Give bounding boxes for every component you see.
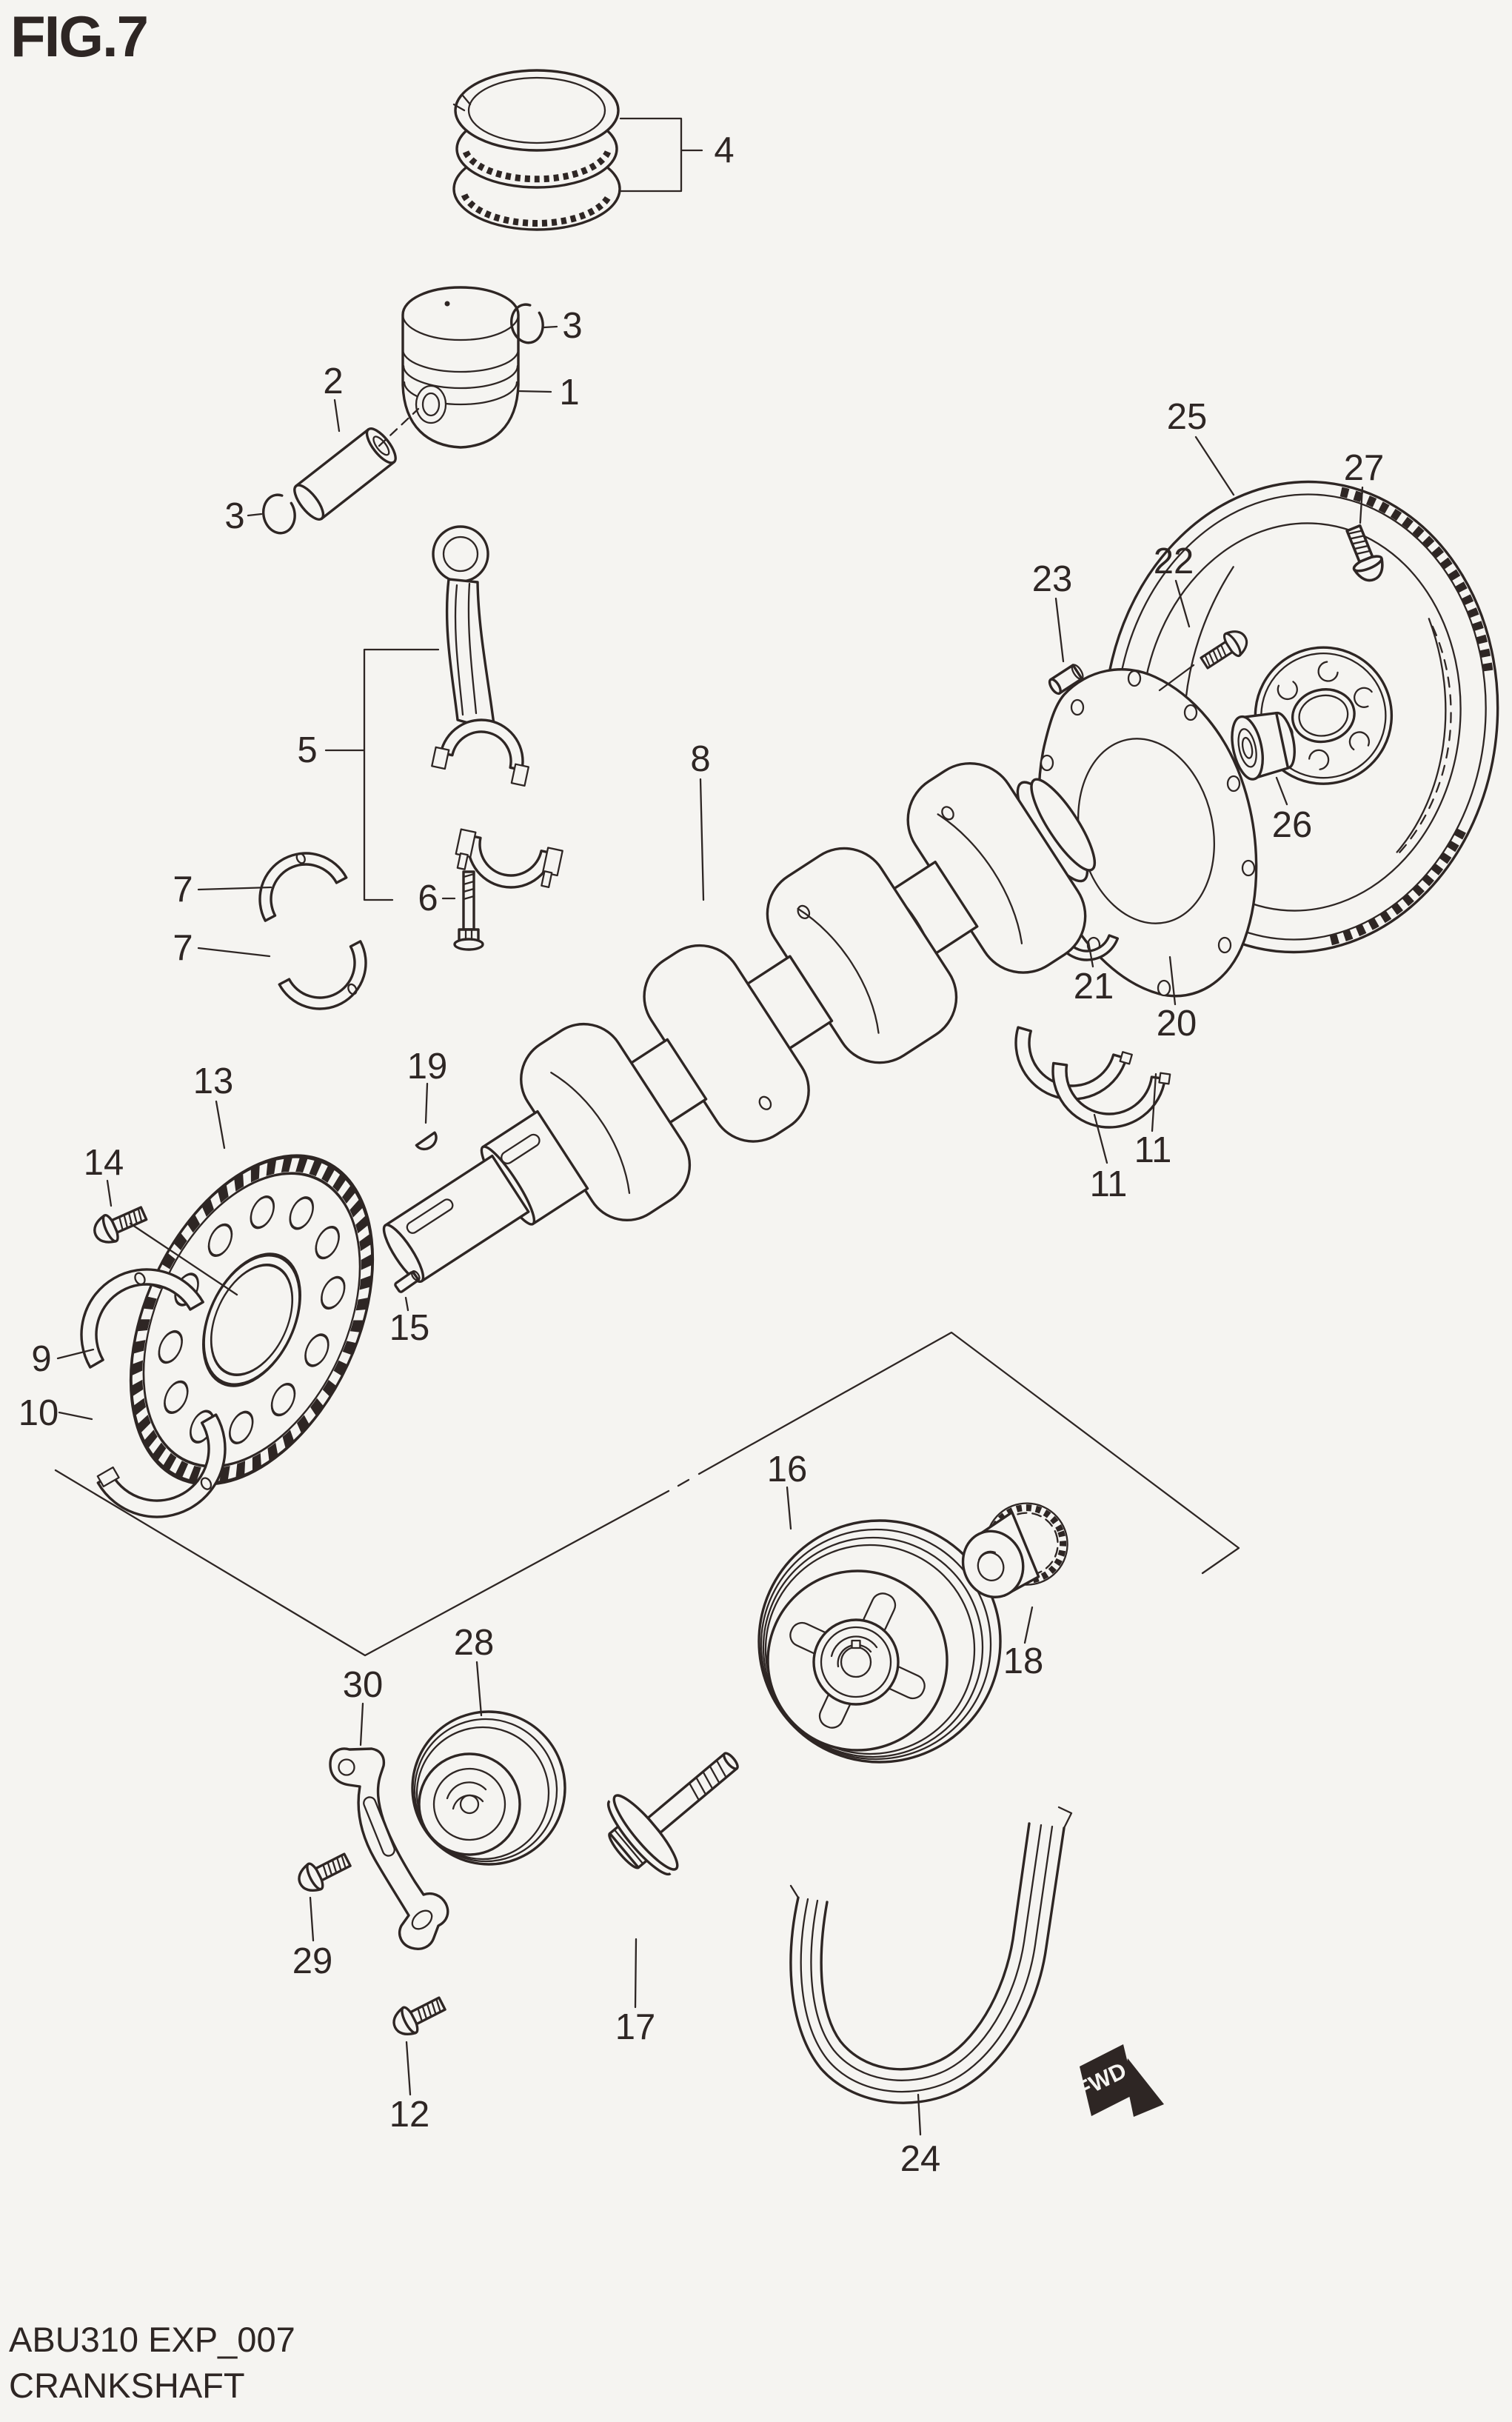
piston-rings-drawing (452, 69, 621, 231)
witness-lines (54, 1331, 1240, 1657)
main-bearings-drawing (80, 1268, 227, 1518)
thrust-washers-drawing (1014, 1026, 1171, 1129)
connecting-rod-drawing (431, 525, 563, 889)
pin-key-drawing (394, 1270, 421, 1293)
idler-pulley-drawing (411, 1710, 566, 1866)
pilot-bearing-drawing (1231, 711, 1296, 781)
leader-lines (56, 117, 1364, 2136)
seal-plate-drawing (1037, 668, 1258, 998)
woodruff-key-drawing (415, 1131, 438, 1151)
drive-belt-drawing (789, 1806, 1073, 2104)
bracket-bolt-b-drawing (387, 1989, 450, 2041)
footer: ABU310 EXP_007 CRANKSHAFT (9, 2317, 295, 2409)
timing-gear-drawing (129, 1154, 375, 1486)
piston-pin-drawing (293, 427, 397, 521)
dowel-pin-drawing (1048, 664, 1084, 695)
figure-name: CRANKSHAFT (9, 2366, 245, 2406)
crankshaft-drawing (382, 761, 1097, 1284)
piston-drawing (401, 286, 520, 449)
figure-title: FIG.7 (10, 4, 149, 69)
rod-bearings-drawing (258, 852, 367, 1010)
rod-bolt-drawing (453, 870, 484, 951)
gear-bolt-drawing (88, 1199, 151, 1250)
tensioner-bracket-drawing (329, 1747, 449, 1950)
circlip-bottom-drawing (258, 490, 300, 538)
figure-code: ABU310 EXP_007 (9, 2320, 295, 2359)
pin-axis-dash (378, 407, 420, 447)
bracket-bolt-a-drawing (292, 1846, 355, 1898)
pulley-bolt-drawing (606, 1752, 739, 1876)
fwd-arrow: FWD (1072, 2044, 1164, 2117)
crank-pulley-drawing (757, 1519, 1002, 1764)
